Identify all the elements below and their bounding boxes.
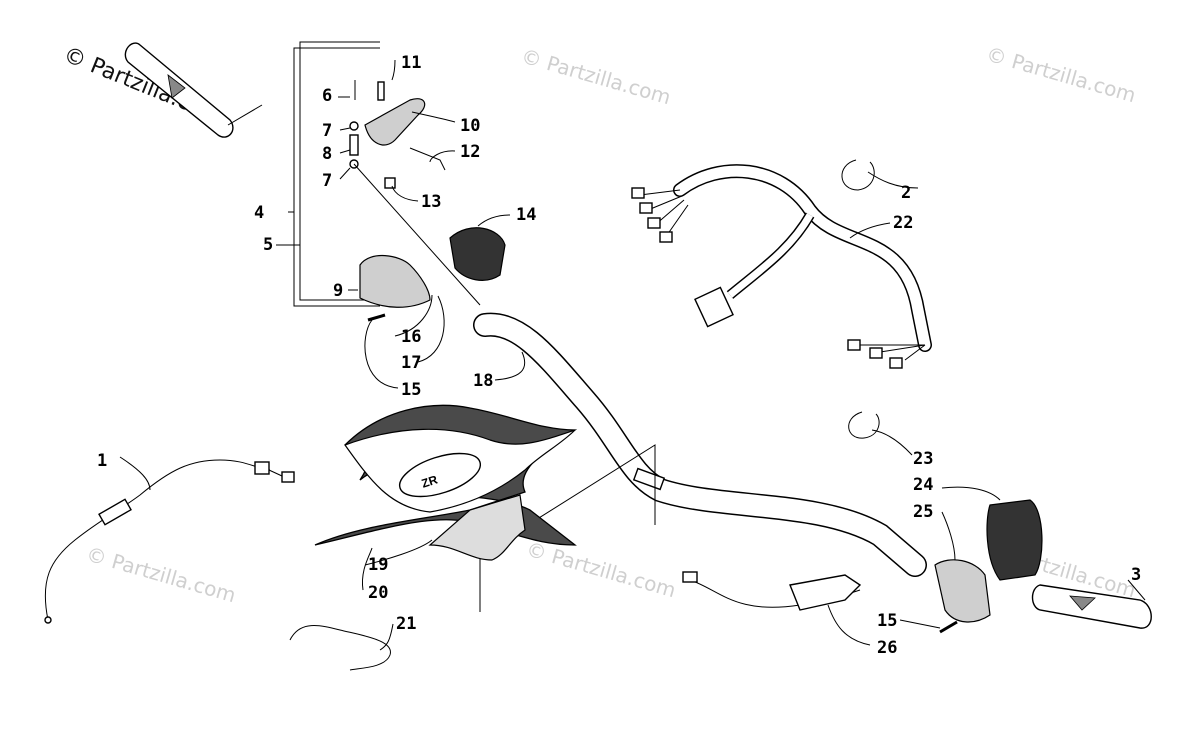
callout-12: 12 [460,142,480,162]
callout-15: 15 [401,380,421,400]
bracket-lines [276,41,380,307]
handlebar-pad: ZR [314,404,578,561]
callout-5: 5 [263,235,273,255]
wiring-harness [631,164,932,369]
guide-line [479,444,656,612]
leader-lines [119,59,1146,651]
watermark-text: © Partzilla.com [984,42,1139,108]
brake-lever [349,80,481,306]
switch-housing-left [359,227,506,308]
callout-21: 21 [396,614,416,634]
callout-16: 16 [401,327,421,347]
callout-26: 26 [877,638,897,658]
throttle-housing [934,499,1043,623]
callout-17: 17 [401,353,421,373]
callout-labels: 1 2 3 4 5 6 7 7 8 9 10 11 12 13 14 15 15… [97,53,1141,658]
tether-cord [289,625,391,671]
screw-15-right [939,620,958,634]
pad-logo-text: ZR [420,472,440,490]
callout-23: 23 [913,449,933,469]
callout-8: 8 [322,144,332,164]
callout-14: 14 [516,205,536,225]
callout-19: 19 [368,555,388,575]
wiring-26 [682,571,862,611]
callout-11: 11 [401,53,421,73]
callout-1: 1 [97,451,107,471]
watermark-text: © Partzilla.com [519,44,674,110]
clip-ring-2 [841,159,875,191]
callout-7: 7 [322,171,332,191]
handlebar [473,312,927,577]
callout-6: 6 [322,86,332,106]
right-grip [1031,584,1152,629]
screw-15-left [367,313,386,322]
watermark-text: © Partzilla.com [524,537,679,603]
callout-22: 22 [893,213,913,233]
callout-13: 13 [421,192,441,212]
watermark-text: © Partzilla.com [84,542,239,608]
callout-25: 25 [913,502,933,522]
callout-2: 2 [901,183,911,203]
callout-9: 9 [333,281,343,301]
callout-7: 7 [322,121,332,141]
callout-18: 18 [473,371,493,391]
left-grip [124,42,234,138]
callout-15: 15 [877,611,897,631]
clip-ring-23 [848,411,880,439]
callout-3: 3 [1131,565,1141,585]
callout-4: 4 [254,203,264,223]
callout-24: 24 [913,475,933,495]
throttle-cable [44,459,295,624]
callout-10: 10 [460,116,480,136]
callout-20: 20 [368,583,388,603]
